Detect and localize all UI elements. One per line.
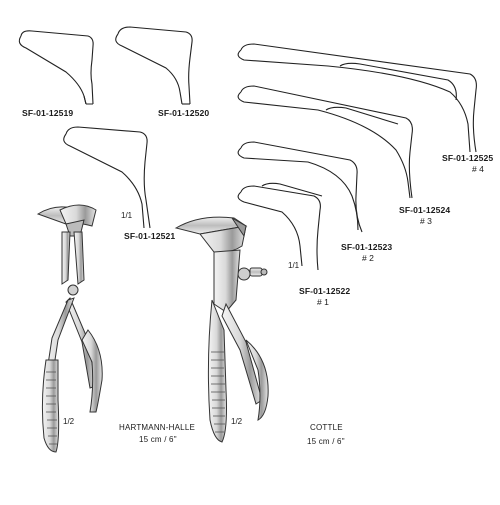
- scale-blade-left: 1/1: [121, 211, 133, 220]
- scale-hartmann: 1/2: [63, 417, 75, 426]
- code-12524: SF-01-12524: [399, 205, 451, 215]
- blade-12523: [237, 141, 363, 233]
- blade-12520: [115, 26, 193, 105]
- scale-cottle: 1/2: [231, 417, 243, 426]
- size-3: # 3: [420, 216, 432, 226]
- code-12520: SF-01-12520: [158, 108, 210, 118]
- code-12525: SF-01-12525: [442, 153, 494, 163]
- hartmann-length: 15 cm / 6": [139, 435, 177, 444]
- cottle-length: 15 cm / 6": [307, 437, 345, 446]
- blade-12519: [18, 30, 94, 105]
- blade-12521: [63, 126, 151, 229]
- hartmann-halle-speculum: [36, 204, 103, 453]
- cottle-name: COTTLE: [310, 423, 343, 432]
- code-12521: SF-01-12521: [124, 231, 176, 241]
- code-12519: SF-01-12519: [22, 108, 74, 118]
- scale-blade-right: 1/1: [288, 261, 300, 270]
- hartmann-name: HARTMANN-HALLE: [119, 423, 195, 432]
- code-12522: SF-01-12522: [299, 286, 351, 296]
- blade-12522: [237, 182, 323, 271]
- code-12523: SF-01-12523: [341, 242, 393, 252]
- blade-12525: [237, 43, 477, 153]
- cottle-speculum: [174, 216, 269, 443]
- size-1: # 1: [317, 297, 329, 307]
- blade-12524: [237, 85, 413, 199]
- size-2: # 2: [362, 253, 374, 263]
- size-4: # 4: [472, 164, 484, 174]
